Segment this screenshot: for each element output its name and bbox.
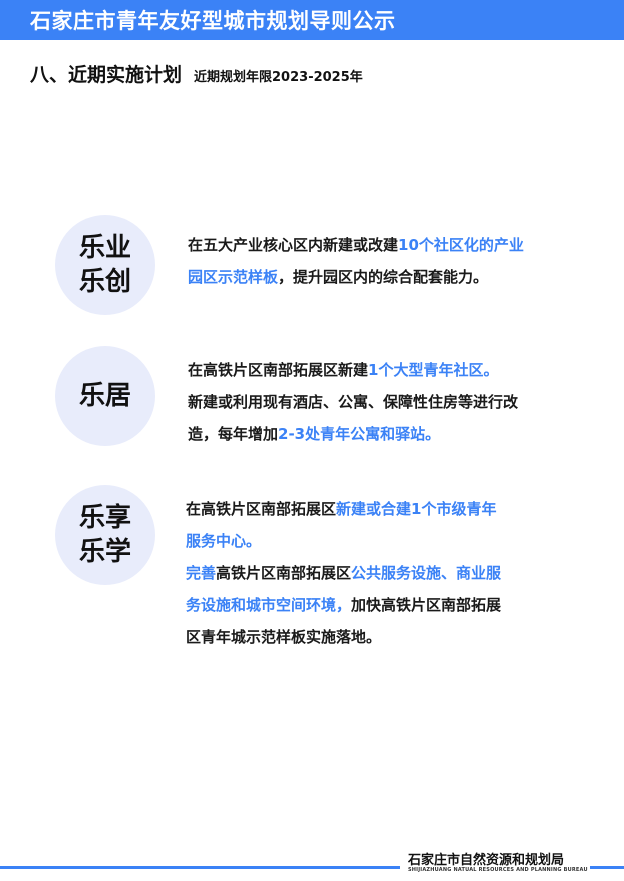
item-text-line: 完善高铁片区南部拓展区公共服务设施、商业服: [186, 557, 501, 589]
body-text: 区青年城示范样板实施落地。: [186, 628, 382, 646]
item-label-line: 乐居: [78, 381, 131, 411]
item-text-line: 在五大产业核心区内新建或改建10个社区化的产业: [188, 229, 524, 261]
body-text: 在五大产业核心区内新建或改建: [188, 236, 399, 254]
highlight-text: 公共服务设施、商业服: [351, 564, 502, 582]
item-text-line: 造，每年增加2-3处青年公寓和驿站。: [188, 418, 518, 450]
footer-rule-end: [590, 866, 624, 869]
body-text: 在高铁片区南部拓展区: [186, 500, 337, 518]
body-text: ，提升园区内的综合配套能力。: [278, 268, 489, 286]
item-label-line: 乐享: [78, 503, 131, 533]
item-text-line: 在高铁片区南部拓展区新建1个大型青年社区。: [188, 354, 518, 386]
body-text: 在高铁片区南部拓展区新建: [188, 361, 369, 379]
item-text-line: 园区示范样板，提升园区内的综合配套能力。: [188, 261, 524, 293]
highlight-text: 园区示范样板: [188, 268, 279, 286]
body-text: 高铁片区南部拓展区: [216, 564, 352, 582]
body-text: 加快高铁片区南部拓展: [351, 596, 502, 614]
body-text: 造，每年增加: [188, 425, 279, 443]
footer-org-en: SHIJIAZHUANG NATUAL RESOURCES AND PLANNI…: [408, 867, 588, 873]
item-text-line: 新建或利用现有酒店、公寓、保障性住房等进行改: [188, 386, 518, 418]
item-label-line: 乐学: [78, 537, 131, 567]
item-text-line: 区青年城示范样板实施落地。: [186, 621, 501, 653]
item-text-1: 在五大产业核心区内新建或改建10个社区化的产业园区示范样板，提升园区内的综合配套…: [188, 229, 524, 293]
item-label-circle-2: 乐居: [55, 346, 155, 446]
item-text-2: 在高铁片区南部拓展区新建1个大型青年社区。新建或利用现有酒店、公寓、保障性住房等…: [188, 354, 518, 450]
item-label-line: 乐业: [78, 233, 131, 263]
item-label-line: 乐创: [78, 267, 131, 297]
highlight-text: 新建或合建1个市级青年: [336, 500, 497, 518]
section-subtitle: 近期规划年限2023-2025年: [194, 70, 363, 85]
page-title: 石家庄市青年友好型城市规划导则公示: [30, 9, 396, 33]
highlight-text: 1个大型青年社区。: [368, 361, 499, 379]
section-title: 八、近期实施计划: [30, 64, 183, 86]
highlight-text: 务设施和城市空间环境，: [186, 596, 352, 614]
header-banner: 石家庄市青年友好型城市规划导则公示: [0, 0, 624, 40]
item-text-3: 在高铁片区南部拓展区新建或合建1个市级青年服务中心。完善高铁片区南部拓展区公共服…: [186, 493, 501, 653]
footer-rule: [0, 866, 400, 869]
highlight-text: 完善: [186, 564, 217, 582]
item-text-line: 务设施和城市空间环境，加快高铁片区南部拓展: [186, 589, 501, 621]
highlight-text: 10个社区化的产业: [398, 236, 524, 254]
body-text: 新建或利用现有酒店、公寓、保障性住房等进行改: [188, 393, 519, 411]
highlight-text: 服务中心。: [186, 532, 262, 550]
item-text-line: 服务中心。: [186, 525, 501, 557]
item-text-line: 在高铁片区南部拓展区新建或合建1个市级青年: [186, 493, 501, 525]
section-heading: 八、近期实施计划 近期规划年限2023-2025年: [30, 60, 363, 87]
footer-org-cn: 石家庄市自然资源和规划局: [408, 853, 565, 868]
item-label-circle-1: 乐业 乐创: [55, 215, 155, 315]
highlight-text: 2-3处青年公寓和驿站。: [278, 425, 441, 443]
item-label-circle-3: 乐享 乐学: [55, 485, 155, 585]
